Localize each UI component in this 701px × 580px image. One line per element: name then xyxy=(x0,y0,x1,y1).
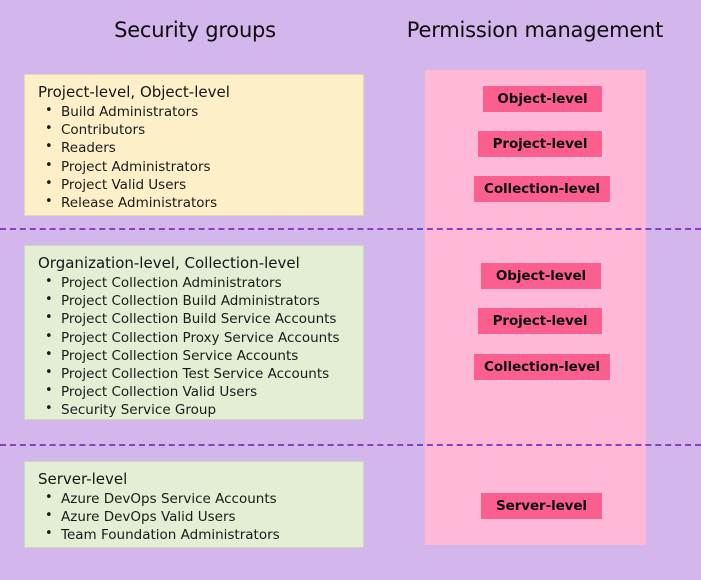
section-divider-bottom xyxy=(0,444,701,446)
security-group-box-project-level: Project-level, Object-level Build Admini… xyxy=(24,74,364,216)
list-item: Project Collection Valid Users xyxy=(35,382,353,401)
page-title-security-groups: Security groups xyxy=(114,18,276,42)
page-title-permission-management: Permission management xyxy=(406,18,664,42)
list-item: Release Administrators xyxy=(35,193,353,212)
list-item: Project Collection Build Service Account… xyxy=(35,309,353,328)
security-group-heading: Project-level, Object-level xyxy=(38,83,230,101)
permission-badge-object-level: Object-level xyxy=(483,86,602,112)
list-item: Build Administrators xyxy=(35,102,353,121)
security-group-heading: Organization-level, Collection-level xyxy=(38,254,300,272)
permission-badge-project-level: Project-level xyxy=(478,308,602,334)
permission-badge-object-level: Object-level xyxy=(481,263,601,289)
security-group-list: Project Collection Administrators Projec… xyxy=(35,273,353,420)
permission-badge-project-level: Project-level xyxy=(478,131,602,157)
list-item: Security Service Group xyxy=(35,400,353,419)
list-item: Readers xyxy=(35,138,353,157)
security-group-list: Azure DevOps Service Accounts Azure DevO… xyxy=(35,489,353,545)
permission-badge-collection-level: Collection-level xyxy=(474,176,610,202)
list-item: Contributors xyxy=(35,120,353,139)
security-group-box-server-level: Server-level Azure DevOps Service Accoun… xyxy=(24,461,364,548)
security-group-box-organization-level: Organization-level, Collection-level Pro… xyxy=(24,245,364,420)
list-item: Azure DevOps Service Accounts xyxy=(35,489,353,508)
list-item: Project Collection Build Administrators xyxy=(35,291,353,310)
list-item: Project Collection Test Service Accounts xyxy=(35,364,353,383)
section-divider-top xyxy=(0,228,701,230)
list-item: Team Foundation Administrators xyxy=(35,525,353,544)
list-item: Project Valid Users xyxy=(35,175,353,194)
list-item: Azure DevOps Valid Users xyxy=(35,507,353,526)
permission-badge-collection-level: Collection-level xyxy=(474,354,610,380)
security-group-heading: Server-level xyxy=(38,470,128,488)
security-group-list: Build Administrators Contributors Reader… xyxy=(35,102,353,212)
permission-badge-server-level: Server-level xyxy=(481,493,602,519)
list-item: Project Collection Administrators xyxy=(35,273,353,292)
list-item: Project Collection Proxy Service Account… xyxy=(35,328,353,347)
list-item: Project Collection Service Accounts xyxy=(35,346,353,365)
list-item: Project Administrators xyxy=(35,157,353,176)
